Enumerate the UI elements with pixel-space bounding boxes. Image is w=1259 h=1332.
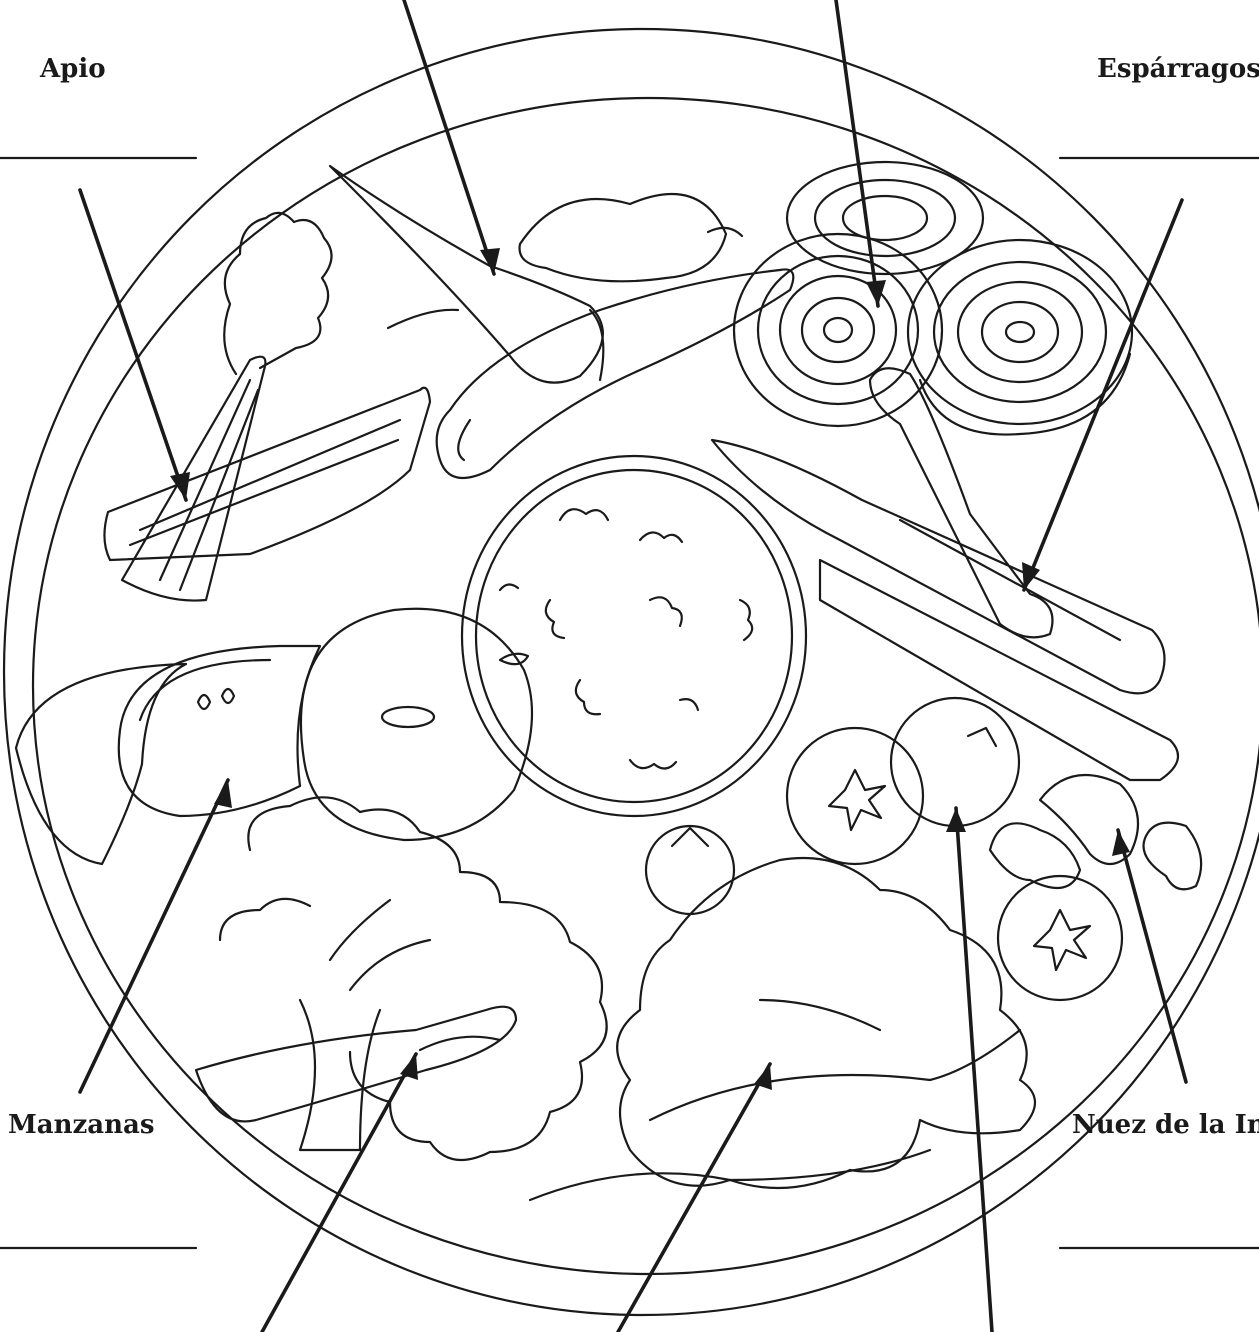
arrow-celery — [80, 190, 186, 500]
arrow-asparagus — [1024, 200, 1182, 590]
arrow-cashew — [1118, 830, 1186, 1082]
arrow-spinach — [618, 1064, 770, 1332]
beet-slices — [734, 162, 1132, 435]
cashews — [990, 775, 1201, 889]
rice-bowl — [462, 456, 806, 816]
label-manzanas: Manzanas — [8, 1112, 155, 1138]
label-apio: Apio — [40, 56, 106, 82]
carrots-and-peppers — [330, 166, 793, 478]
arrow-beet — [836, 0, 878, 306]
tomatoes — [787, 698, 1122, 1000]
arrow-carrot — [404, 0, 494, 274]
label-esparragos: Espárragos — [1097, 56, 1259, 82]
label-nuez-de-la-india: Nuez de la Inc — [1072, 1112, 1259, 1138]
apples — [16, 609, 532, 864]
spinach-leaf — [530, 826, 1035, 1200]
arrow-apple — [80, 780, 228, 1092]
broccoli — [196, 797, 607, 1160]
plate-inner-rim — [33, 98, 1259, 1274]
asparagus — [712, 368, 1178, 780]
arrow-blueberry — [956, 808, 992, 1332]
